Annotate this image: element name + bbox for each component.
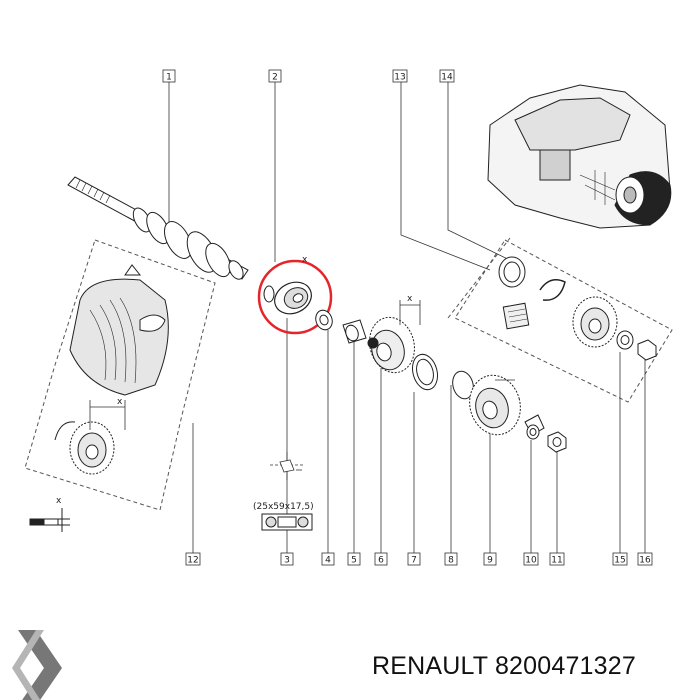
dim-x-4: x <box>56 496 62 506</box>
callout-16: 16 <box>637 552 653 566</box>
highlight-circle <box>257 259 333 335</box>
bearing <box>263 281 312 315</box>
dashed-group-outlines <box>24 237 673 511</box>
gear-cover <box>69 264 169 396</box>
bearing-dimension-sketch <box>270 452 305 480</box>
synchro-ring <box>412 353 438 391</box>
callout-4-label: 4 <box>325 556 331 566</box>
callout-5-label: 5 <box>351 556 357 566</box>
callout-16-label: 16 <box>639 556 651 566</box>
callout-11: 11 <box>549 552 565 566</box>
callout-15-label: 15 <box>614 556 625 566</box>
callout-8: 8 <box>444 552 458 566</box>
callout-3: 3 <box>280 552 294 566</box>
input-shaft <box>67 176 249 280</box>
callout-15: 15 <box>612 552 628 566</box>
renault-diamond-icon <box>12 630 62 700</box>
callout-6-label: 6 <box>378 556 384 566</box>
callout-2-label: 2 <box>272 73 278 83</box>
bearing-spec-icon <box>261 513 313 531</box>
callout-7: 7 <box>407 552 421 566</box>
gear-wheel <box>367 316 415 374</box>
callout-4: 4 <box>321 552 335 566</box>
callout-12: 12 <box>185 552 201 566</box>
brand-name: RENAULT <box>372 652 488 680</box>
gearbox-housing <box>487 84 672 229</box>
lock-washer <box>524 414 545 440</box>
dim-x-2: x <box>117 397 123 407</box>
callout-14-label: 14 <box>441 73 453 83</box>
bearing-spec-label: (25x59x17,5) <box>253 502 314 512</box>
seal-ring <box>315 309 333 331</box>
callout-13: 13 <box>392 69 408 83</box>
callout-1: 1 <box>162 69 176 83</box>
callout-13-label: 13 <box>394 73 405 83</box>
callout-1-label: 1 <box>166 73 172 83</box>
leader-lines <box>168 82 646 553</box>
callout-8-label: 8 <box>448 556 454 566</box>
callout-9-label: 9 <box>487 556 493 566</box>
fifth-gear <box>54 421 115 475</box>
dim-x-3: x <box>302 255 308 265</box>
dim-x-1: x <box>407 294 413 304</box>
callout-3-label: 3 <box>284 556 290 566</box>
callout-12-label: 12 <box>187 556 198 566</box>
measurement-symbol <box>29 508 70 532</box>
callout-6: 6 <box>374 552 388 566</box>
right-group-parts <box>498 256 657 361</box>
callout-14: 14 <box>439 69 455 83</box>
brand-part-label: RENAULT 8200471327 <box>372 652 636 681</box>
callout-5: 5 <box>347 552 361 566</box>
dimension-marks <box>89 300 515 430</box>
callout-9: 9 <box>483 552 497 566</box>
callout-7-label: 7 <box>411 556 417 566</box>
callout-10: 10 <box>523 552 539 566</box>
callout-10-label: 10 <box>525 556 537 566</box>
synchro-hub <box>452 370 521 436</box>
hex-nut <box>547 431 567 453</box>
part-number: 8200471327 <box>494 652 636 680</box>
callout-11-label: 11 <box>551 556 562 566</box>
callout-2: 2 <box>268 69 282 83</box>
needle-sleeve <box>342 319 367 344</box>
